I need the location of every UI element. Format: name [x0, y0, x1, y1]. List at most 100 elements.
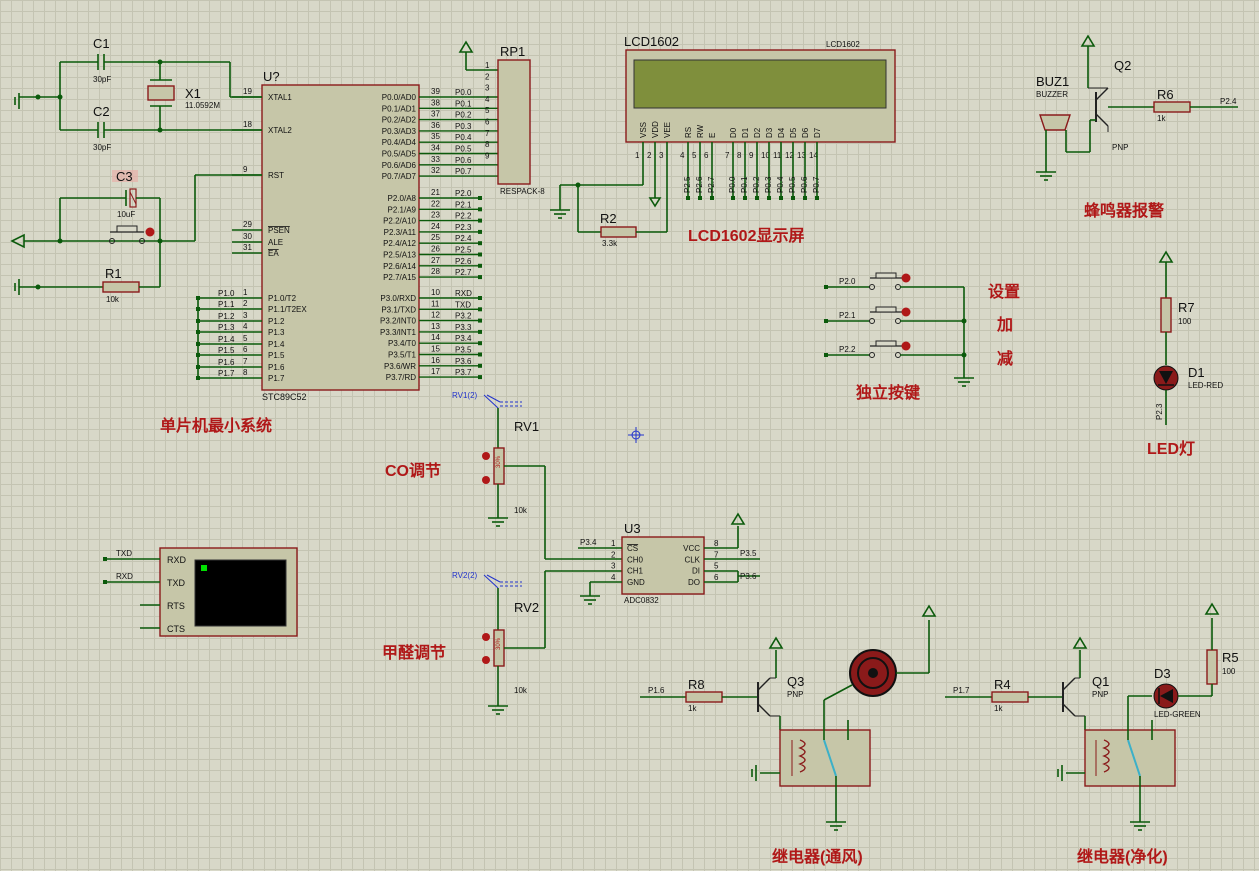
mcu-pin-name: P3.2/INT0	[380, 317, 417, 326]
mcu-pin-name: P3.7/RD	[386, 373, 416, 382]
mcu-pin-number: 17	[431, 367, 440, 376]
mcu-net-terminal	[478, 329, 482, 334]
mcu-pin-number: 7	[243, 357, 248, 366]
mcu-pin-name: XTAL1	[268, 93, 292, 102]
c1-ref: C1	[93, 36, 110, 51]
rp1-pin-number: 9	[485, 151, 490, 160]
lcd-pin-name: RW	[696, 124, 705, 138]
mcu-pin-name: P0.2/AD2	[382, 116, 417, 125]
r2-ref: R2	[600, 211, 617, 226]
rv1-potentiometer[interactable]: RV1(2) RV1 30% 10k	[452, 391, 622, 560]
label-sub: 减	[997, 349, 1013, 368]
mcu-pin-number: 18	[243, 120, 252, 129]
relay-purify-circuit[interactable]: P1.7 R4 1k Q1 PNP D3 LED-G	[945, 602, 1239, 831]
terminal-pin-name: TXD	[167, 578, 186, 588]
u3-pin-name: VCC	[683, 544, 700, 553]
u3-pin-name: CH0	[627, 555, 644, 564]
cursor-crosshair	[628, 427, 644, 443]
mcu-pin-number: 13	[431, 322, 440, 331]
mcu-pin-name: P3.4/T0	[388, 339, 417, 348]
mcu-pin-name: P2.3/A11	[384, 228, 417, 237]
mcu-pin-name: P0.4/AD4	[382, 138, 417, 147]
buzzer-circuit[interactable]: BUZ1 BUZZER Q2 PNP R6 1k P2.4	[1036, 34, 1238, 181]
u3-cs-net: P3.4	[580, 538, 597, 547]
mcu-pin-number: 9	[243, 165, 248, 174]
r1-ref: R1	[105, 266, 122, 281]
mcu-pin-name: P0.3/AD3	[382, 127, 417, 136]
c3-value: 10uF	[117, 210, 135, 219]
mcu-net-label: P2.2	[455, 212, 472, 221]
r5-value: 100	[1222, 667, 1236, 676]
u3-pin-name: CS	[627, 544, 638, 553]
mcu-pin-number: 25	[431, 233, 440, 242]
mcu-net-terminal	[478, 296, 482, 300]
lcd-pin-name: D1	[741, 127, 750, 138]
mcu-net-label: P0.5	[455, 145, 472, 154]
lcd-net-terminal	[686, 196, 690, 200]
p1-terminal	[196, 365, 200, 369]
c2-value: 30pF	[93, 143, 111, 152]
key-button[interactable]	[875, 306, 897, 313]
lcd-pin-name: D5	[789, 127, 798, 138]
rv2-potentiometer[interactable]: RV2(2) RV2 30% 10k	[452, 570, 622, 715]
mcu-pin-name: P1.1/T2EX	[268, 305, 307, 314]
mcu-pin-name: P2.6/A14	[383, 262, 416, 271]
lcd-pin-number: 5	[692, 151, 697, 160]
mcu-pin-name: P3.5/T1	[388, 351, 417, 360]
key-contact	[869, 318, 875, 324]
mcu-stc89c52[interactable]: U? STC89C52 19XTAL118XTAL29RST29PSEN30AL…	[232, 69, 498, 402]
lcd-net-terminal	[743, 196, 747, 200]
mcu-pin-name: ALE	[268, 238, 283, 247]
p1-net-labels: P1.0P1.1P1.2P1.3P1.4P1.5P1.6P1.7	[196, 289, 235, 380]
adc0832-chip[interactable]: U3 ADC0832 P3.4 P3.5 P3.6 1CS2CH03CH14GN…	[578, 512, 760, 605]
lcd-pin-number: 13	[797, 151, 806, 160]
key-contact	[869, 352, 875, 358]
lcd-ref: LCD1602	[624, 34, 679, 49]
mcu-net-terminal	[478, 352, 482, 357]
q3-ref: Q3	[787, 674, 804, 689]
mcu-pin-name: PSEN	[268, 226, 290, 235]
key-contact	[895, 284, 901, 290]
key-button[interactable]	[875, 340, 897, 347]
q2-ref: Q2	[1114, 58, 1131, 73]
r2-value: 3.3k	[602, 239, 618, 248]
key-indicator	[901, 307, 911, 317]
p1-net-label: P1.7	[218, 369, 235, 378]
label-relay-purify: 继电器(净化)	[1077, 847, 1168, 866]
key-contact	[895, 318, 901, 324]
mcu-pin-name: P3.6/WR	[384, 362, 416, 371]
lcd1602-display[interactable]: LCD1602 LCD1602 VSS1VDD2VEE3RS4P2.5RW5P2…	[550, 34, 896, 248]
mcu-pin-number: 1	[243, 288, 248, 297]
mcu-pin-number: 26	[431, 245, 440, 254]
buz-ref: BUZ1	[1036, 74, 1069, 89]
label-hcho: 甲醛调节	[382, 643, 446, 662]
mcu-pin-number: 22	[431, 199, 440, 208]
r4-ref: R4	[994, 677, 1011, 692]
lcd-pin-number: 12	[785, 151, 794, 160]
mcu-net-terminal	[478, 275, 482, 280]
relay-vent-circuit[interactable]: P1.6 R8 1k Q3 PNP	[640, 604, 937, 831]
mcu-net-label: P3.2	[455, 312, 472, 321]
u3-pin-number: 6	[714, 573, 719, 582]
led-red-circuit[interactable]: R7 100 D1 LED-RED P2.3	[1153, 250, 1223, 425]
lcd-pin-name: VEE	[663, 122, 672, 138]
lcd-pin-name: D6	[801, 127, 810, 138]
independent-keys[interactable]: P2.0P2.1P2.2	[824, 272, 974, 387]
lcd-net-terminal	[779, 196, 783, 200]
lcd-pin-name: D3	[765, 127, 774, 138]
label-set: 设置	[988, 283, 1020, 301]
mcu-right-pins: 39P0.0/AD0P0.038P0.1/AD1P0.137P0.2/AD2P0…	[380, 87, 498, 382]
key-button[interactable]	[875, 272, 897, 279]
x1-ref: X1	[185, 86, 201, 101]
terminal-pin-name: RTS	[167, 601, 185, 611]
rv1-ref: RV1	[514, 419, 539, 434]
mcu-pin-number: 32	[431, 166, 440, 175]
rp1-pin-number: 8	[485, 140, 490, 149]
mcu-pin-name: P1.6	[268, 363, 285, 372]
mcu-pin-number: 3	[243, 311, 248, 320]
mcu-net-label: P0.0	[455, 88, 472, 97]
q1-value: PNP	[1092, 690, 1108, 699]
